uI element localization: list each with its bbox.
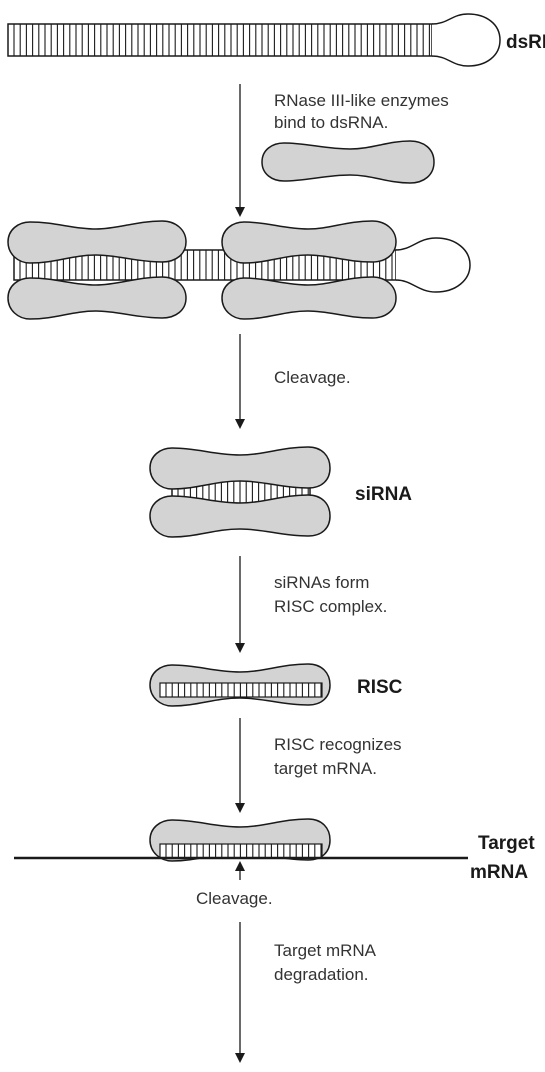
bound-enzyme-top-left	[7, 220, 187, 264]
step1-text-line2: bind to dsRNA.	[274, 113, 388, 132]
step4-text-line1: RISC recognizes	[274, 735, 402, 754]
rnase-enzyme	[261, 140, 435, 184]
cleavage-site-text: Cleavage.	[196, 889, 273, 908]
sirna-label: siRNA	[355, 484, 412, 505]
bound-enzyme-bottom-right	[221, 276, 397, 320]
risc-on-target	[149, 818, 331, 862]
step5-text-line2: degradation.	[274, 965, 369, 984]
target-label-line1: Target	[478, 833, 535, 854]
step3-text-line2: RISC complex.	[274, 597, 387, 616]
step1-text-line1: RNase III-like enzymes	[274, 91, 449, 110]
sirna-enzyme-top	[149, 446, 331, 490]
risc-complex	[149, 663, 331, 707]
bound-enzyme-top-right	[221, 220, 397, 264]
step4-text-line2: target mRNA.	[274, 759, 377, 778]
step5-text-line1: Target mRNA	[274, 941, 377, 960]
step2-text: Cleavage.	[274, 368, 351, 387]
dsrna-label: dsRNA	[506, 32, 545, 53]
sirna-enzyme-bottom	[149, 494, 331, 538]
step3-text-line1: siRNAs form	[274, 573, 369, 592]
risc-label: RISC	[357, 677, 403, 698]
bound-enzyme-bottom-left	[7, 276, 187, 320]
dsrna-molecule	[7, 13, 501, 67]
target-label-line2: mRNA	[470, 862, 528, 883]
